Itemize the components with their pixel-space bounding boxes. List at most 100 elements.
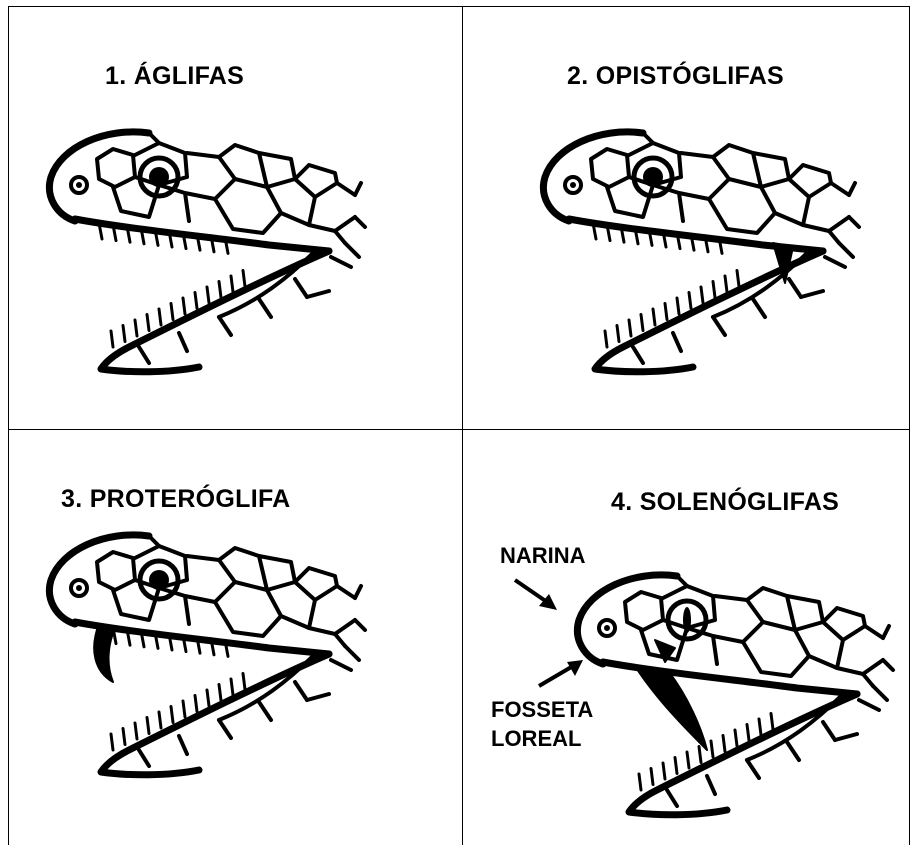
- head-scale-12: [643, 133, 653, 143]
- nostril-opening: [604, 625, 610, 631]
- head-scale-7: [809, 183, 849, 197]
- head-scale-9: [823, 608, 865, 626]
- lower-tooth-7: [723, 736, 725, 752]
- fosseta-loreal-label-line1: FOSSETA: [491, 696, 593, 723]
- head-scale-15: [849, 217, 859, 227]
- front-fang: [94, 624, 115, 682]
- lower-tooth-5: [171, 304, 173, 320]
- head-scale-15: [355, 217, 365, 227]
- head-scale-8: [309, 217, 355, 231]
- snake-head-placement: [49, 535, 365, 775]
- lower-tooth-0: [111, 331, 113, 347]
- jaw-scale-0: [667, 790, 677, 806]
- lower-tooth-9: [747, 725, 749, 741]
- jaw-scale-4: [789, 279, 801, 297]
- lower-tooth-11: [243, 674, 245, 690]
- head-scale-13: [335, 634, 345, 646]
- eye-pupil: [149, 570, 169, 590]
- opisthoglyphous-snake-head-illustration: [463, 7, 909, 429]
- head-scale-13: [335, 231, 345, 243]
- head-scale-15: [355, 620, 365, 630]
- jaw-scale-3: [259, 702, 271, 720]
- snake-head-placement: [49, 132, 365, 372]
- head-scale-2: [607, 185, 653, 217]
- panel-aglifas: 1. ÁGLIFAS: [9, 7, 462, 429]
- head-scale-2: [113, 588, 159, 620]
- jaw-scale-0: [139, 347, 149, 363]
- jaw-scale-1: [179, 736, 187, 754]
- jaw-scale-6: [859, 700, 879, 710]
- head-scale-0: [591, 149, 629, 187]
- lower-tooth-7: [195, 696, 197, 712]
- lower-tooth-6: [183, 298, 185, 314]
- jaw-scale-5: [801, 291, 823, 297]
- label-arrows: [515, 580, 583, 686]
- jaw-scale-5: [307, 694, 329, 700]
- lower-tooth-0: [111, 734, 113, 750]
- lower-tooth-8: [735, 730, 737, 746]
- jaw-scale-5: [835, 734, 857, 740]
- nostril-opening: [76, 182, 82, 188]
- lower-tooth-1: [123, 729, 125, 745]
- jaw-scale-4: [295, 682, 307, 700]
- aglyphous-snake-head-illustration: [9, 7, 462, 429]
- eye-pupil: [149, 167, 169, 187]
- lower-tooth-2: [663, 763, 665, 779]
- jaw-scale-2: [747, 760, 759, 778]
- head-scale-13: [829, 231, 839, 243]
- lower-tooth-3: [147, 718, 149, 734]
- head-scale-9: [789, 165, 831, 183]
- jaw-scale-5: [307, 291, 329, 297]
- lower-tooth-8: [207, 690, 209, 706]
- lower-tooth-5: [171, 707, 173, 723]
- head-scale-12: [677, 576, 687, 586]
- nostril-opening: [570, 182, 576, 188]
- lower-tooth-7: [689, 293, 691, 309]
- lower-tooth-2: [629, 320, 631, 336]
- lower-tooth-8: [207, 287, 209, 303]
- lower-tooth-5: [699, 747, 701, 763]
- head-scale-8: [309, 620, 355, 634]
- jaw-scale-7: [839, 243, 853, 257]
- jaw-scale-6: [331, 660, 351, 670]
- head-scale-3: [185, 556, 235, 602]
- lower-tooth-0: [639, 774, 641, 790]
- proteroglyphous-snake-head-illustration: [9, 430, 462, 845]
- head-scale-3: [679, 153, 729, 199]
- head-scale-0: [97, 552, 135, 590]
- lower-tooth-8: [701, 287, 703, 303]
- head-scale-3: [185, 153, 235, 199]
- lower-tooth-4: [653, 309, 655, 325]
- lower-tooth-11: [243, 271, 245, 287]
- snake-head-placement: [543, 132, 859, 372]
- jaw-scale-1: [673, 333, 681, 351]
- snake-head-group: [49, 535, 365, 775]
- jaw-scale-2: [219, 317, 231, 335]
- jaw-scale-1: [707, 776, 715, 794]
- lower-tooth-3: [675, 758, 677, 774]
- jaw-scale-0: [633, 347, 643, 363]
- jaw-scale-3: [259, 299, 271, 317]
- head-scale-8: [837, 660, 883, 674]
- jaw-scale-2: [219, 720, 231, 738]
- head-scale-7: [843, 626, 883, 640]
- lower-tooth-3: [641, 315, 643, 331]
- lower-tooth-11: [737, 271, 739, 287]
- head-scale-9: [295, 165, 337, 183]
- jaw-scale-4: [823, 722, 835, 740]
- head-scale-15: [883, 660, 893, 670]
- head-scale-14: [883, 626, 889, 638]
- lower-tooth-9: [219, 685, 221, 701]
- grid-right-border: [909, 6, 910, 845]
- jaw-scale-6: [331, 257, 351, 267]
- jaw-scale-7: [345, 646, 359, 660]
- panel-solenoglifas: 4. SOLENÓGLIFAS NARINA FOSSETA LOREAL: [463, 430, 909, 845]
- snake-head-group: [49, 132, 365, 372]
- lower-tooth-10: [231, 679, 233, 695]
- eye-pupil: [643, 167, 663, 187]
- lower-tooth-4: [687, 752, 689, 768]
- lower-tooth-10: [759, 719, 761, 735]
- head-scale-2: [113, 185, 159, 217]
- rear-fang: [773, 243, 793, 283]
